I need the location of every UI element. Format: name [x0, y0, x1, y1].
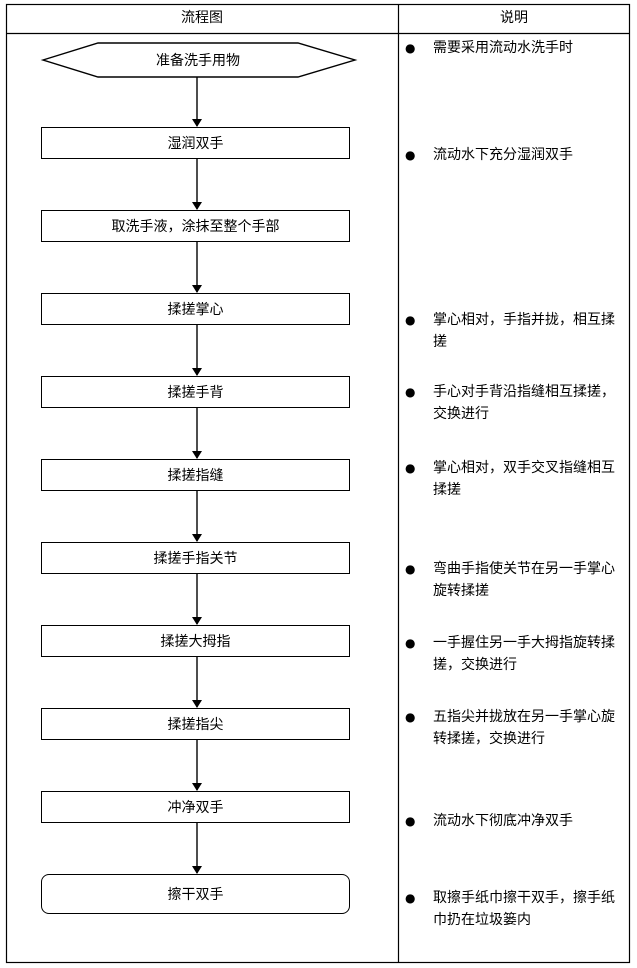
note-text: 一手握住另一手大拇指旋转揉搓，交换进行 [433, 635, 615, 673]
bullet-icon: ● [405, 891, 416, 905]
note-rub-between-fingers: ● 掌心相对，双手交叉指缝相互揉搓 [405, 457, 627, 501]
note-rub-fingertips: ● 五指尖并拢放在另一手掌心旋转揉搓，交换进行 [405, 706, 627, 750]
note-rinse-hands: ● 流动水下彻底冲净双手 [405, 810, 627, 832]
step-dry-hands: 擦干双手 [41, 874, 350, 914]
step-rinse-hands: 冲净双手 [41, 791, 350, 823]
note-text: 取擦手纸巾擦干双手，擦手纸巾扔在垃圾篓内 [433, 890, 615, 928]
header-description: 说明 [500, 10, 528, 26]
step-rub-thumbs: 揉搓大拇指 [41, 625, 350, 657]
bullet-icon: ● [405, 636, 416, 650]
step-rub-fingertips: 揉搓指尖 [41, 708, 350, 740]
bullet-icon: ● [405, 148, 416, 162]
step-rub-knuckles: 揉搓手指关节 [41, 542, 350, 574]
bullet-icon: ● [405, 814, 416, 828]
bullet-icon: ● [405, 41, 416, 55]
note-text: 流动水下充分湿润双手 [433, 147, 573, 163]
note-dry-hands: ● 取擦手纸巾擦干双手，擦手纸巾扔在垃圾篓内 [405, 887, 627, 931]
bullet-icon: ● [405, 562, 416, 576]
note-text: 需要采用流动水洗手时 [433, 40, 573, 56]
note-rub-palms: ● 掌心相对，手指并拢，相互揉搓 [405, 309, 627, 353]
bullet-icon: ● [405, 313, 416, 327]
note-prepare: ● 需要采用流动水洗手时 [405, 37, 627, 59]
note-text: 掌心相对，双手交叉指缝相互揉搓 [433, 460, 615, 498]
bullet-icon: ● [405, 385, 416, 399]
step-apply-soap: 取洗手液，涂抹至整个手部 [41, 210, 350, 242]
step-wet-hands: 湿润双手 [41, 127, 350, 159]
note-rub-knuckles: ● 弯曲手指使关节在另一手掌心旋转揉搓 [405, 558, 627, 602]
note-rub-thumbs: ● 一手握住另一手大拇指旋转揉搓，交换进行 [405, 632, 627, 676]
start-hexagon [40, 42, 358, 78]
step-rub-between-fingers: 揉搓指缝 [41, 459, 350, 491]
note-text: 掌心相对，手指并拢，相互揉搓 [433, 312, 615, 350]
bullet-icon: ● [405, 461, 416, 475]
note-wet-hands: ● 流动水下充分湿润双手 [405, 144, 627, 166]
note-text: 流动水下彻底冲净双手 [433, 813, 573, 829]
note-text: 五指尖并拢放在另一手掌心旋转揉搓，交换进行 [433, 709, 615, 747]
bullet-icon: ● [405, 710, 416, 724]
header-flowchart: 流程图 [181, 10, 223, 26]
step-prepare-label: 准备洗手用物 [156, 53, 240, 69]
note-text: 弯曲手指使关节在另一手掌心旋转揉搓 [433, 561, 615, 599]
step-rub-palms: 揉搓掌心 [41, 293, 350, 325]
note-rub-backs: ● 手心对手背沿指缝相互揉搓，交换进行 [405, 381, 627, 425]
note-text: 手心对手背沿指缝相互揉搓，交换进行 [433, 384, 615, 422]
step-rub-backs: 揉搓手背 [41, 376, 350, 408]
